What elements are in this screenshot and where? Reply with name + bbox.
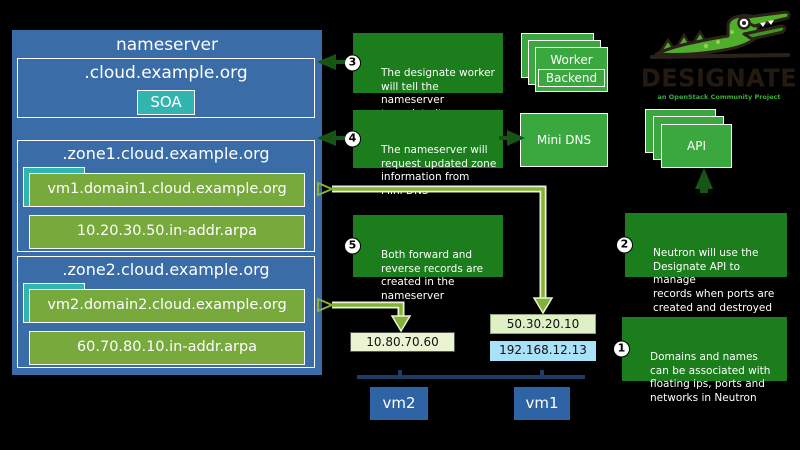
root-zone-box: .cloud.example.org SOA — [17, 58, 315, 118]
vm2-box: vm2 — [370, 387, 428, 420]
nameserver-panel: nameserver .cloud.example.org SOA .zone1… — [12, 30, 322, 375]
annotation-text: The nameserver will request updated zone… — [381, 143, 497, 198]
zone1-forward-record: vm1.domain1.cloud.example.org — [29, 173, 305, 207]
designate-logo-subtitle: an OpenStack Community Project — [657, 93, 781, 101]
zone2-forward-record: vm2.domain2.cloud.example.org — [29, 289, 305, 323]
step-number-badge: 1 — [613, 340, 630, 358]
vm1-fixed-ip: 192.168.12.13 — [490, 341, 596, 361]
annotation-step-2: 2 Neutron will use the Designate API to … — [616, 213, 787, 314]
annotation-step-4: 4 The nameserver will request updated zo… — [344, 110, 503, 197]
step-number-badge: 4 — [344, 130, 361, 148]
neutron-to-api-arrow — [695, 168, 713, 193]
designate-logo-title: DESIGNATE — [640, 63, 798, 93]
step-number-badge: 5 — [344, 237, 361, 255]
annotation-text: Neutron will use the Designate API to ma… — [653, 246, 775, 315]
vm1-floating-ip: 50.30.20.10 — [490, 314, 596, 334]
nameserver-title: nameserver — [115, 35, 219, 55]
soa-record-box: SOA — [137, 90, 195, 115]
zone1-reverse-record: 10.20.30.50.in-addr.arpa — [29, 215, 305, 249]
api-card: API — [661, 124, 732, 168]
minidns-box: Mini DNS — [520, 113, 608, 167]
designate-logo: DESIGNATE an OpenStack Community Project — [640, 6, 798, 101]
zone2-box: .zone2.cloud.example.org vm2.domain2.clo… — [17, 256, 315, 368]
worker-label: Worker — [550, 52, 593, 67]
vm2-floating-ip: 10.80.70.60 — [350, 332, 455, 352]
vm1-box: vm1 — [514, 387, 570, 420]
zone1-box: .zone1.cloud.example.org vm1.domain1.clo… — [17, 140, 315, 252]
backend-label: Backend — [537, 68, 606, 87]
root-zone-label: .cloud.example.org — [84, 63, 248, 83]
annotation-step-5: 5 Both forward and reverse records are c… — [344, 215, 503, 302]
zone2-label: .zone2.cloud.example.org — [62, 260, 270, 279]
api-label: API — [687, 139, 706, 153]
step-number-badge: 3 — [344, 54, 361, 72]
annotation-text: Domains and names can be associated with… — [650, 350, 771, 405]
network-bus-line — [357, 370, 585, 379]
designate-crocodile-icon — [650, 10, 791, 59]
minidns-label: Mini DNS — [536, 133, 592, 147]
annotation-step-1: 1 Domains and names can be associated wi… — [613, 317, 787, 404]
worker-component-stack: Worker Backend — [521, 33, 611, 95]
annotation-text: Both forward and reverse records are cre… — [381, 248, 484, 303]
zone2-reverse-record: 60.70.80.10.in-addr.arpa — [29, 331, 305, 365]
zone1-label: .zone1.cloud.example.org — [62, 144, 270, 163]
annotation-step-3: 3 The designate worker will tell the nam… — [344, 33, 503, 134]
api-component-stack: API — [645, 109, 735, 171]
step-number-badge: 2 — [616, 236, 633, 254]
worker-card: Worker Backend — [535, 47, 608, 92]
